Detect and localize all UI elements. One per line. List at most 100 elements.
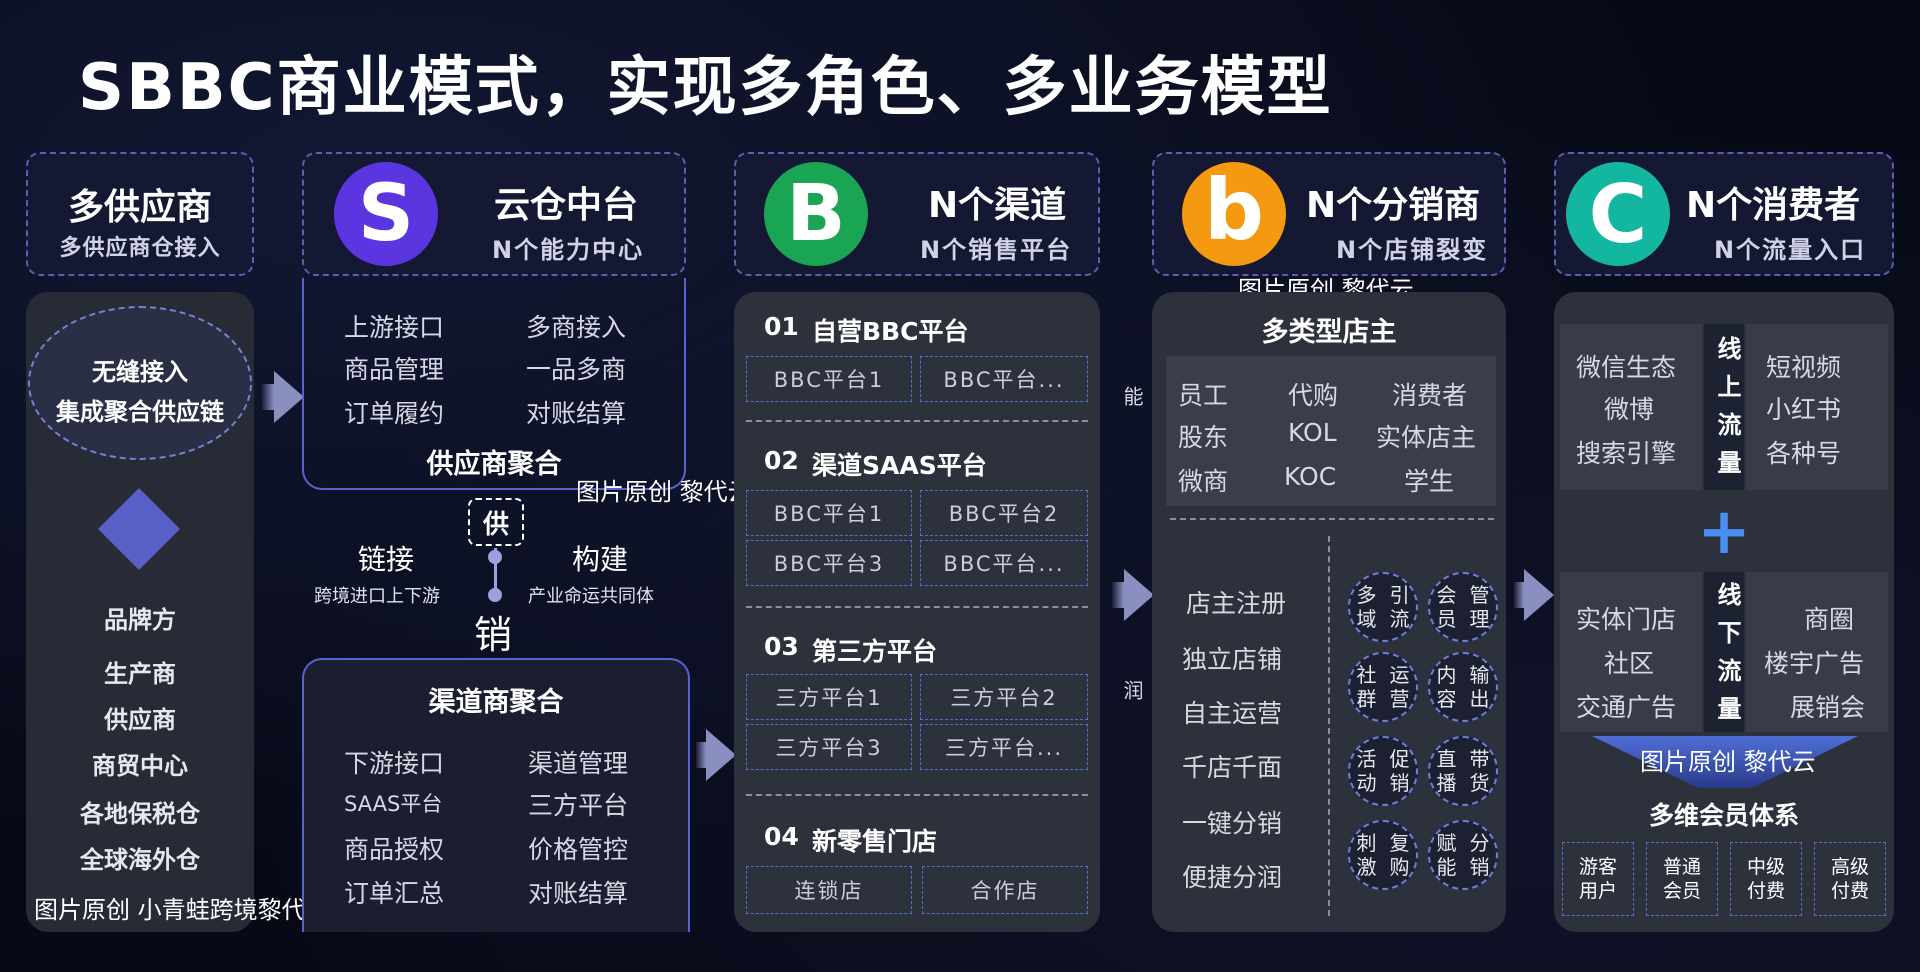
flow-arrow-stem	[1514, 582, 1524, 608]
feature-tag: 赋能分销	[1428, 820, 1498, 890]
supplier-item: 对账结算	[526, 399, 627, 428]
feature-tag: 社群运营	[1348, 652, 1418, 722]
tag-line: 管理	[1469, 583, 1490, 631]
tag-line: 多域	[1356, 583, 1377, 631]
channel-item: 渠道管理	[528, 749, 629, 778]
link-left-title: 链接	[358, 543, 415, 576]
offline-right-box	[1746, 572, 1888, 732]
section-number: 02	[764, 446, 799, 475]
store-owner-types-grid	[1166, 356, 1496, 506]
distributors-subtitle: N个店铺裂变	[1336, 236, 1489, 264]
link-right-title: 构建	[572, 543, 629, 576]
multi-supplier-header: 多供应商 多供应商仓接入	[26, 152, 254, 276]
col1-item: 商贸中心	[92, 752, 188, 780]
owner-type: 员工	[1178, 381, 1229, 410]
col1-item: 供应商	[104, 706, 176, 734]
online-source: 搜索引擎	[1576, 439, 1677, 468]
section-number: 04	[764, 822, 799, 851]
tier-line: 高级	[1830, 856, 1869, 878]
offline-source: 实体门店	[1576, 605, 1677, 634]
feature-tag: 会员管理	[1428, 572, 1498, 642]
feature-item: 店主注册	[1186, 589, 1287, 618]
section-divider	[746, 794, 1088, 796]
watermark: 图片原创 黎代云	[576, 478, 752, 506]
section-number: 03	[764, 632, 799, 661]
offline-source: 展销会	[1790, 693, 1866, 722]
tag-line: 运营	[1389, 663, 1410, 711]
supplier-item: 订单履约	[344, 399, 445, 428]
consumers-title: N个消费者	[1686, 185, 1861, 226]
platform-box: BBC平台1	[746, 356, 912, 402]
tag-line: 复购	[1389, 831, 1410, 879]
tag-line: 刺激	[1356, 831, 1377, 879]
channel-aggregation-box	[302, 658, 690, 932]
multi-supplier-subtitle: 多供应商仓接入	[59, 236, 221, 261]
flow-arrow-icon	[706, 729, 736, 781]
member-tier: 高级付费	[1814, 842, 1886, 916]
channel-item: 商品授权	[344, 835, 445, 864]
online-source: 各种号	[1766, 439, 1842, 468]
feature-item: 千店千面	[1182, 753, 1283, 782]
channels-title: N个渠道	[928, 185, 1067, 226]
feature-tag: 刺激复购	[1348, 820, 1418, 890]
distributors-title: N个分销商	[1306, 185, 1481, 226]
supplier-item: 多商接入	[526, 313, 627, 342]
section-title: 渠道SAAS平台	[812, 451, 987, 480]
member-tier: 中级付费	[1730, 842, 1802, 916]
col1-item: 各地保税仓	[80, 800, 200, 828]
owner-type: 消费者	[1392, 381, 1468, 410]
member-tier: 普通会员	[1646, 842, 1718, 916]
tier-line: 用户	[1578, 880, 1617, 902]
link-dot-top	[488, 550, 502, 564]
section-title: 自营BBC平台	[812, 317, 969, 346]
platform-box: 三方平台...	[920, 724, 1088, 770]
tier-line: 付费	[1746, 880, 1785, 902]
multi-supplier-title: 多供应商	[67, 187, 212, 228]
supplier-item: 一品多商	[526, 355, 627, 384]
channel-item: 对账结算	[528, 879, 629, 908]
offline-left-box	[1560, 572, 1702, 732]
flow-arrow-stem	[1112, 582, 1124, 608]
tag-line: 直播	[1436, 747, 1457, 795]
link-right-sub: 产业命运共同体	[528, 586, 654, 607]
online-left-box	[1560, 324, 1702, 490]
section-divider	[746, 606, 1088, 608]
tag-line: 活动	[1356, 747, 1377, 795]
offline-label-bar	[1704, 572, 1744, 732]
flow-arrow-icon	[1524, 569, 1554, 621]
offline-source: 社区	[1604, 649, 1655, 678]
watermark: 图片原创 黎代云	[1640, 748, 1816, 776]
feature-item: 独立店铺	[1182, 645, 1283, 674]
b-letter: B	[786, 169, 846, 259]
s-logo-icon: S	[334, 162, 438, 266]
types-divider	[1170, 518, 1494, 520]
offline-traffic-label: 线下流量	[1713, 582, 1741, 734]
tier-line: 付费	[1830, 880, 1869, 902]
s-letter: S	[357, 169, 415, 259]
member-system-title: 多维会员体系	[1648, 801, 1799, 830]
plus-char: +	[1697, 495, 1751, 569]
watermark: 图片原创 小青蛙跨境黎代云	[34, 896, 330, 924]
platform-box: BBC平台...	[920, 540, 1088, 586]
cloud-warehouse-subtitle: N个能力中心	[492, 236, 645, 264]
tag-line: 分销	[1469, 831, 1490, 879]
store-box: 合作店	[922, 866, 1088, 914]
channel-item: 三方平台	[528, 791, 629, 820]
member-tier: 游客用户	[1562, 842, 1634, 916]
online-source: 短视频	[1766, 353, 1842, 382]
offline-source: 商圈	[1804, 605, 1855, 634]
link-line	[494, 548, 497, 596]
col1-item: 生产商	[104, 660, 176, 688]
feature-item: 自主运营	[1182, 699, 1283, 728]
platform-box: BBC平台...	[920, 356, 1088, 402]
tier-line: 中级	[1746, 856, 1785, 878]
ellipse-line-2: 集成聚合供应链	[56, 398, 224, 426]
owner-type: KOC	[1284, 462, 1337, 491]
link-left-sub: 跨境进口上下游	[314, 586, 440, 607]
owner-type: 学生	[1404, 467, 1455, 496]
supplier-item: 上游接口	[344, 313, 445, 342]
platform-box: BBC平台3	[746, 540, 912, 586]
channels-panel	[734, 292, 1100, 932]
online-traffic-label: 线上流量	[1713, 336, 1741, 488]
col1-item: 全球海外仓	[80, 846, 200, 874]
